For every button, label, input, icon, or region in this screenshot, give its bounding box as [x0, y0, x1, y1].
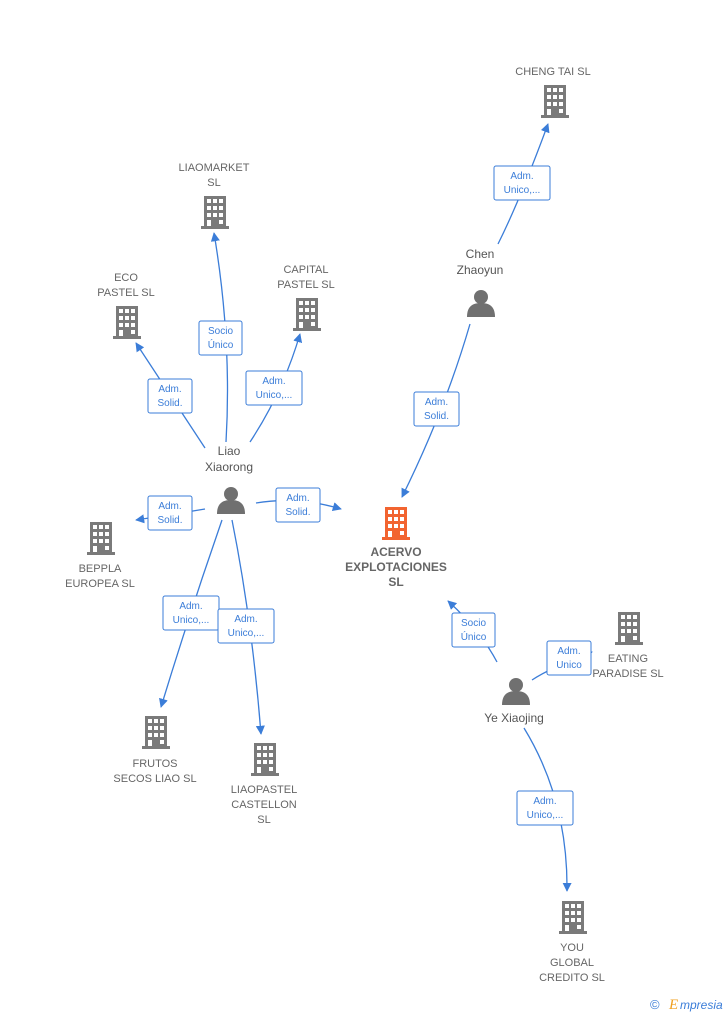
- company-name-line: LIAOPASTEL: [231, 784, 297, 796]
- person-icon: [502, 678, 530, 705]
- edge-label-line: Solid.: [424, 411, 449, 422]
- company-name-line: SL: [388, 575, 403, 589]
- edge-lines: [135, 123, 593, 892]
- edge-label-line: Adm.: [179, 601, 202, 612]
- edge-label-line: Socio: [461, 618, 486, 629]
- building-icon: [559, 901, 587, 934]
- company-node-you-global-credito[interactable]: YOU GLOBAL CREDITO SL: [539, 901, 605, 984]
- edge-label-line: Solid.: [285, 507, 310, 518]
- empresia-logo[interactable]: © E mpresia: [650, 997, 723, 1013]
- edge-label-line: Solid.: [157, 515, 182, 526]
- edge-label-line: Adm.: [286, 493, 309, 504]
- edge-label-line: Unico,...: [504, 185, 541, 196]
- company-node-liaomarket[interactable]: LIAOMARKET SL: [179, 162, 250, 229]
- company-node-capital-pastel[interactable]: CAPITAL PASTEL SL: [277, 264, 335, 331]
- copyright-symbol: ©: [650, 997, 660, 1012]
- main-company-node[interactable]: ACERVO EXPLOTACIONES SL: [345, 507, 447, 589]
- company-name-line: PARADISE SL: [592, 668, 663, 680]
- building-icon: [251, 743, 279, 776]
- building-icon: [615, 612, 643, 645]
- company-name-line: FRUTOS: [132, 758, 177, 770]
- company-node-eating-paradise[interactable]: EATING PARADISE SL: [592, 612, 664, 680]
- person-name-line: Chen: [466, 247, 495, 261]
- edge-label-line: Unico,...: [228, 628, 265, 639]
- building-icon: [293, 298, 321, 331]
- edge-label-line: Adm.: [262, 376, 285, 387]
- edge-label[interactable]: Socio Único: [198, 320, 243, 356]
- building-icon: [201, 196, 229, 229]
- company-name-line: CREDITO SL: [539, 972, 605, 984]
- company-name-line: PASTEL SL: [277, 279, 334, 291]
- company-name-line: ECO: [114, 272, 138, 284]
- company-name-line: SECOS LIAO SL: [113, 773, 196, 785]
- person-icon: [217, 487, 245, 514]
- company-name-line: ACERVO: [370, 545, 421, 559]
- edge-label[interactable]: Adm. Solid.: [147, 495, 193, 531]
- edge-label[interactable]: Socio Único: [451, 612, 496, 648]
- edge-label-line: Adm.: [510, 171, 533, 182]
- edge-label-line: Adm.: [158, 501, 181, 512]
- company-name-line: EUROPEA SL: [65, 578, 135, 590]
- company-name-line: EXPLOTACIONES: [345, 560, 447, 574]
- edge-label-line: Adm.: [425, 397, 448, 408]
- company-node-liaopastel-castellon[interactable]: LIAOPASTEL CASTELLON SL: [231, 743, 297, 826]
- company-name-line: GLOBAL: [550, 957, 594, 969]
- person-name-line: Xiaorong: [205, 460, 253, 474]
- company-name-line: CHENG TAI SL: [515, 66, 590, 78]
- person-node-ye-xiaojing[interactable]: Ye Xiaojing: [484, 678, 544, 725]
- company-name-line: SL: [257, 814, 270, 826]
- company-name-line: YOU: [560, 942, 584, 954]
- edge-label[interactable]: Adm. Unico,...: [516, 790, 574, 826]
- building-icon: [541, 85, 569, 118]
- edge-label-line: Solid.: [157, 398, 182, 409]
- person-node-chen-zhaoyun[interactable]: Chen Zhaoyun: [457, 247, 504, 317]
- edge-label-line: Unico,...: [256, 390, 293, 401]
- brand-initial: E: [668, 997, 678, 1013]
- building-icon: [382, 507, 410, 540]
- edge-label[interactable]: Adm. Unico: [546, 640, 592, 676]
- building-icon: [142, 716, 170, 749]
- edge-label-line: Unico,...: [527, 810, 564, 821]
- edge-label-line: Único: [208, 338, 234, 351]
- edge-label-line: Adm.: [158, 384, 181, 395]
- edge-label[interactable]: Adm. Unico,...: [217, 608, 275, 644]
- person-node-liao-xiaorong[interactable]: Liao Xiaorong: [205, 444, 253, 514]
- company-name-line: LIAOMARKET: [179, 162, 250, 174]
- edge-label[interactable]: Adm. Solid.: [275, 487, 321, 523]
- company-node-beppla-europea[interactable]: BEPPLA EUROPEA SL: [65, 522, 135, 590]
- company-name-line: SL: [207, 177, 220, 189]
- company-name-line: BEPPLA: [79, 563, 122, 575]
- company-node-eco-pastel[interactable]: ECO PASTEL SL: [97, 272, 155, 339]
- edge-label[interactable]: Adm. Solid.: [147, 378, 193, 414]
- company-name-line: CASTELLON: [231, 799, 296, 811]
- company-name-line: CAPITAL: [283, 264, 328, 276]
- edge-label-line: Adm.: [557, 646, 580, 657]
- edge-label-line: Socio: [208, 326, 233, 337]
- edge-label[interactable]: Adm. Unico,...: [493, 165, 551, 201]
- edge-label[interactable]: Adm. Unico,...: [245, 370, 303, 406]
- edge-label-line: Adm.: [234, 614, 257, 625]
- person-icon: [467, 290, 495, 317]
- company-name-line: PASTEL SL: [97, 287, 154, 299]
- building-icon: [87, 522, 115, 555]
- person-name-line: Zhaoyun: [457, 263, 504, 277]
- person-name-line: Liao: [218, 444, 241, 458]
- edge-label-line: Unico,...: [173, 615, 210, 626]
- person-name-line: Ye Xiaojing: [484, 711, 544, 725]
- edge-label-line: Adm.: [533, 796, 556, 807]
- edge-label-line: Unico: [556, 660, 582, 671]
- edge-label-line: Único: [461, 630, 487, 643]
- company-name-line: EATING: [608, 653, 648, 665]
- brand-name: mpresia: [680, 998, 723, 1012]
- edge-label[interactable]: Adm. Unico,...: [162, 595, 220, 631]
- edge-label[interactable]: Adm. Solid.: [413, 391, 460, 427]
- company-node-cheng-tai[interactable]: CHENG TAI SL: [515, 66, 591, 118]
- company-node-frutos-secos-liao[interactable]: FRUTOS SECOS LIAO SL: [113, 716, 197, 785]
- building-icon: [113, 306, 141, 339]
